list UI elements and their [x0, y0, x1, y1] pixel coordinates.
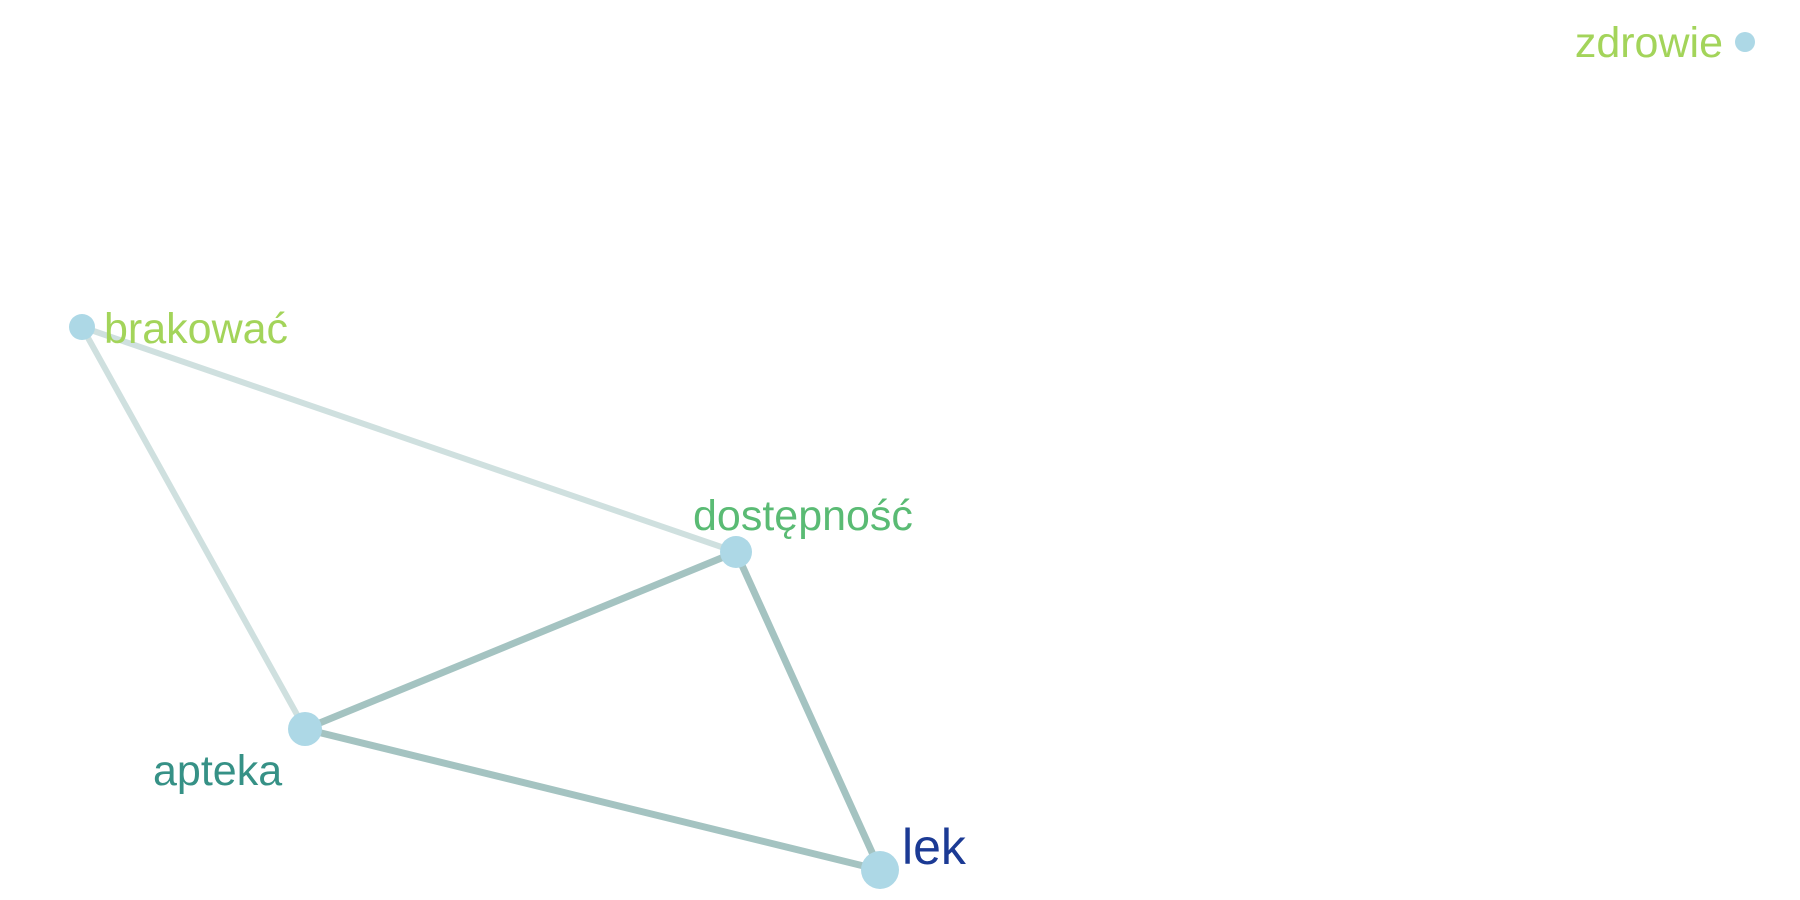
edge-brakowac-apteka	[79, 324, 308, 732]
edge-apteka-lek	[301, 725, 884, 874]
nodes-layer	[69, 32, 1755, 889]
edge-brakowac-dostepnosc	[79, 324, 739, 555]
node-label-lek: lek	[902, 819, 967, 875]
node-label-zdrowie: zdrowie	[1575, 19, 1723, 67]
node-lek	[861, 851, 899, 889]
edge-dostepnosc-lek	[732, 548, 884, 874]
edges-layer	[79, 324, 884, 874]
node-brakowac	[69, 314, 95, 340]
node-apteka	[288, 712, 322, 746]
node-dostepnosc	[720, 536, 752, 568]
node-label-apteka: apteka	[153, 747, 282, 795]
node-label-brakowac: brakować	[104, 305, 288, 353]
node-zdrowie	[1735, 32, 1755, 52]
labels-layer: zdrowie brakować dostępność apteka lek	[104, 19, 1723, 875]
edge-dostepnosc-apteka	[301, 548, 740, 733]
node-label-dostepnosc: dostępność	[693, 492, 913, 540]
